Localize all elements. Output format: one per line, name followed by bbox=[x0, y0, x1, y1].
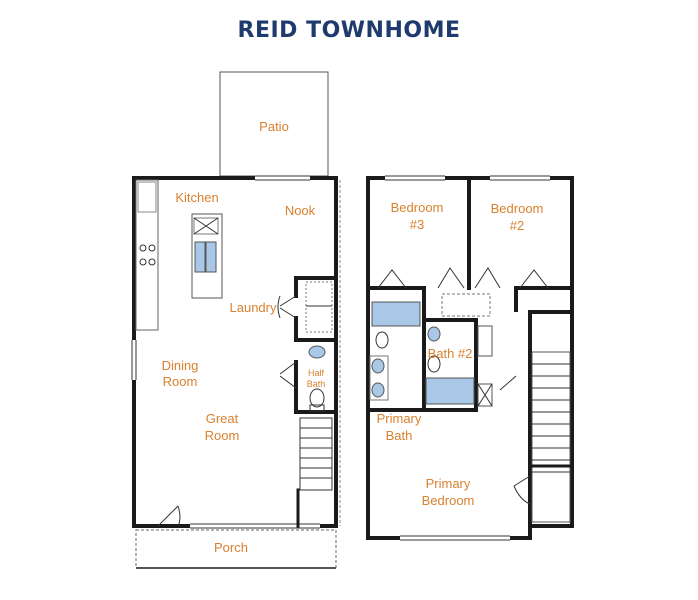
half-bath-toilet bbox=[309, 388, 325, 408]
label-laundry: Laundry bbox=[230, 300, 277, 315]
label-bedroom3-1: Bedroom bbox=[391, 200, 444, 215]
primary-bath-sink-2 bbox=[371, 382, 385, 398]
label-great-room-1: Great bbox=[206, 411, 239, 426]
label-primary-bedroom-2: Bedroom bbox=[422, 493, 475, 508]
first-floor-plan: Kitchen Nook Patio Laundry Dining Room H… bbox=[131, 71, 341, 569]
label-nook: Nook bbox=[285, 203, 316, 218]
label-porch: Porch bbox=[214, 540, 248, 555]
first-floor-outer-wall bbox=[132, 176, 338, 528]
plan-title: REID TOWNHOME bbox=[237, 18, 461, 43]
label-kitchen: Kitchen bbox=[175, 190, 218, 205]
label-bedroom2-1: Bedroom bbox=[491, 201, 544, 216]
label-bedroom2-2: #2 bbox=[510, 218, 524, 233]
washer-dryer bbox=[305, 281, 333, 333]
half-bath-sink bbox=[308, 345, 326, 359]
primary-bath-toilet bbox=[375, 331, 389, 349]
label-patio: Patio bbox=[259, 119, 289, 134]
bath2-sink bbox=[427, 326, 441, 342]
label-bath2: Bath #2 bbox=[428, 346, 473, 361]
label-primary-bath-2: Bath bbox=[386, 428, 413, 443]
label-dining-1: Dining bbox=[162, 358, 199, 373]
label-bedroom3-2: #3 bbox=[410, 217, 424, 232]
primary-bath-sink-1 bbox=[371, 358, 385, 374]
primary-bath-tub bbox=[371, 301, 421, 327]
first-floor-stairs bbox=[296, 417, 333, 528]
label-half-bath-1: Half bbox=[308, 368, 325, 378]
label-great-room-2: Room bbox=[205, 428, 240, 443]
second-floor-stairs bbox=[528, 351, 574, 523]
bath2-tub bbox=[425, 377, 475, 405]
label-primary-bedroom-1: Primary bbox=[426, 476, 471, 491]
bath2-toilet bbox=[427, 355, 441, 373]
label-half-bath-2: Bath bbox=[307, 379, 326, 389]
refrigerator bbox=[137, 181, 157, 213]
label-primary-bath-1: Primary bbox=[377, 411, 422, 426]
second-floor-plan: Bedroom #3 Bedroom #2 Bath #2 Primary Ba… bbox=[366, 175, 574, 541]
kitchen-sink bbox=[194, 241, 206, 273]
kitchen-island bbox=[191, 213, 223, 299]
label-dining-2: Room bbox=[163, 374, 198, 389]
kitchen-counter bbox=[135, 179, 159, 331]
